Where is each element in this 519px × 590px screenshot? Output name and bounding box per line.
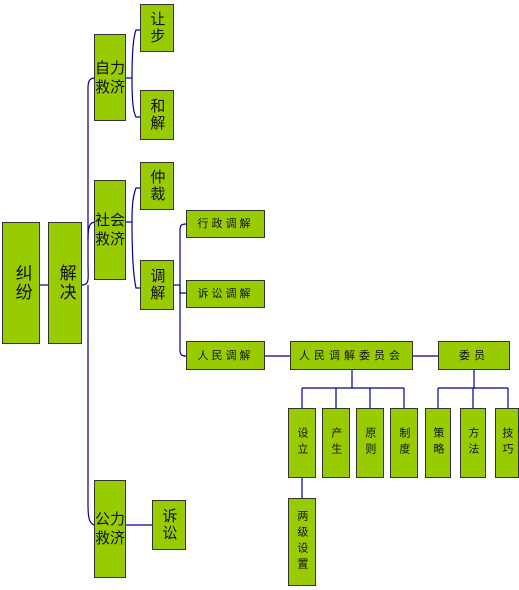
node-susong: 诉讼 [152, 500, 186, 550]
label-weiyuanhui: 人民调解委员会 [299, 348, 404, 362]
node-liangji: 两级设置 [288, 498, 316, 586]
label-shehui: 社会救济 [95, 211, 126, 248]
node-shehui: 社会救济 [94, 180, 126, 280]
label-jiejue: 解决 [55, 264, 76, 302]
label-tiaojie: 调解 [148, 268, 167, 302]
node-xingzheng: 行政调解 [186, 210, 265, 238]
node-susong-tiaojie: 诉讼调解 [186, 280, 265, 308]
node-zhidu: 制度 [390, 408, 418, 478]
node-jiufen: 纠纷 [2, 222, 40, 344]
label-hejie: 和解 [148, 98, 167, 132]
label-zili: 自力救济 [95, 58, 126, 96]
node-weiyuanhui: 人民调解委员会 [290, 341, 413, 370]
label-renmin: 人民调解 [197, 348, 254, 362]
label-jiufen: 纠纷 [11, 264, 32, 302]
label-liangji: 两级设置 [295, 510, 309, 574]
node-chansheng: 产生 [322, 408, 350, 478]
node-renmin: 人民调解 [186, 341, 265, 370]
node-tiaojie: 调解 [140, 260, 174, 310]
node-rangbu: 让步 [140, 4, 174, 52]
label-susong-tiaojie: 诉讼调解 [197, 287, 254, 301]
label-sheli: 设立 [295, 427, 309, 459]
label-susong: 诉讼 [160, 508, 179, 542]
label-yuanze: 原则 [363, 427, 377, 459]
node-jiejue: 解决 [48, 222, 82, 344]
label-rangbu: 让步 [148, 11, 167, 45]
label-celue: 策略 [431, 427, 445, 459]
node-celue: 策略 [425, 408, 451, 478]
node-weiyuan: 委员 [438, 341, 510, 370]
label-zhongcai: 仲裁 [148, 169, 167, 203]
node-gongli: 公力救济 [94, 480, 126, 578]
node-fangfa: 方法 [460, 408, 486, 478]
node-jiqiao: 技巧 [495, 408, 519, 478]
node-zili: 自力救济 [94, 34, 126, 121]
label-jiqiao: 技巧 [500, 427, 514, 459]
node-sheli: 设立 [288, 408, 316, 478]
label-fangfa: 方法 [466, 427, 480, 459]
label-zhidu: 制度 [397, 427, 411, 459]
node-yuanze: 原则 [356, 408, 384, 478]
label-weiyuan: 委员 [459, 348, 489, 362]
label-xingzheng: 行政调解 [197, 217, 254, 231]
label-gongli: 公力救济 [95, 510, 126, 547]
label-chansheng: 产生 [329, 427, 343, 459]
node-hejie: 和解 [140, 90, 174, 140]
node-zhongcai: 仲裁 [140, 162, 174, 210]
